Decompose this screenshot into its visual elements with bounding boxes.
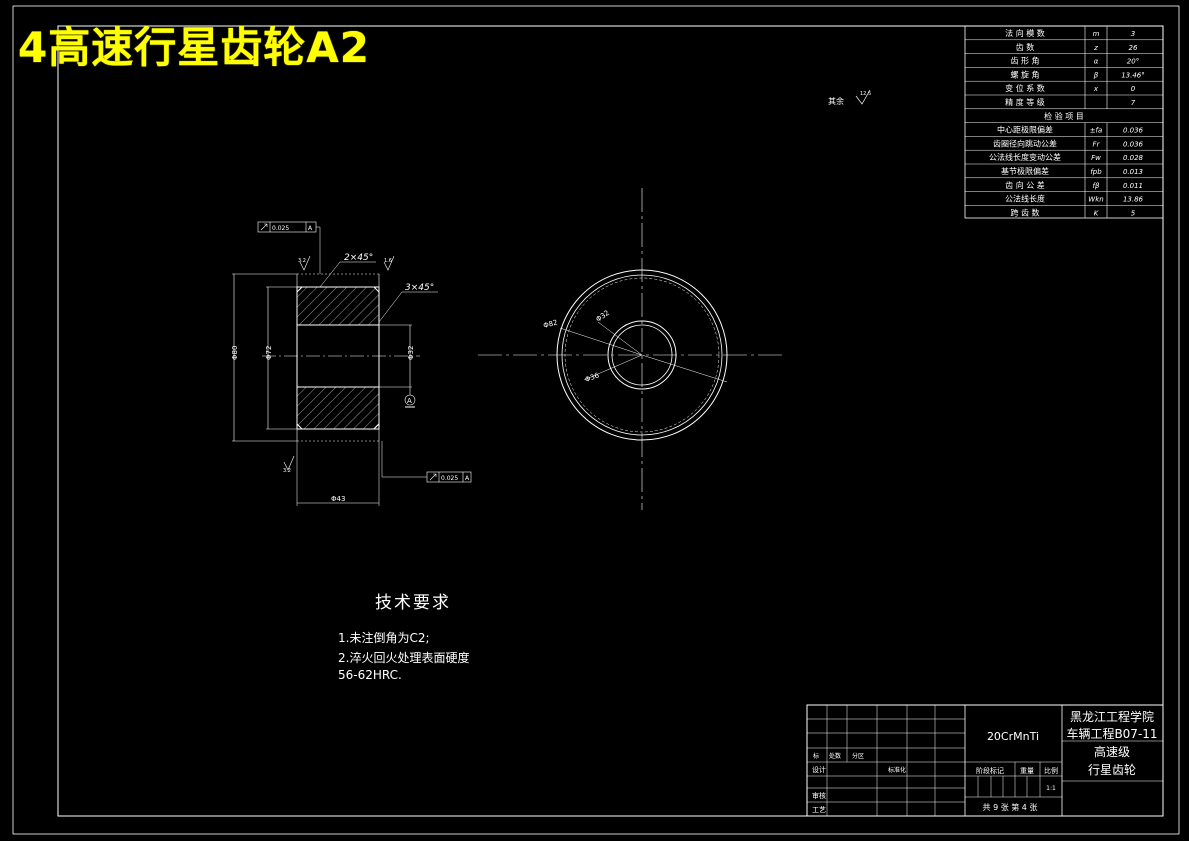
svg-text:处数: 处数	[829, 752, 841, 760]
table-cell-name: 精 度 等 级	[1005, 97, 1045, 107]
table-cell-name: 螺 旋 角	[1010, 69, 1039, 79]
table-cell-sym: Wkn	[1088, 196, 1103, 204]
part-name: 行星齿轮	[1088, 763, 1136, 777]
tech-req-line: 2.淬火回火处理表面硬度	[338, 650, 469, 665]
roughness-symbol-icon	[383, 255, 395, 271]
class-code: 车辆工程B07-11	[1066, 726, 1157, 741]
table-cell-sym: K	[1094, 209, 1100, 217]
datum-symbol: A	[404, 387, 416, 408]
gear-parameter-table: 法 向 模 数 m 3 齿 数 z 26 齿 形 角 α 20° 螺 旋 角 β 13.46° 变 位 …	[964, 25, 1164, 219]
roughness-symbol-icon	[299, 255, 311, 271]
sheet-count: 共 9 张 第 4 张	[983, 802, 1038, 812]
svg-text:3.2: 3.2	[298, 258, 306, 264]
table-cell-val: 7	[1131, 99, 1136, 107]
dim-d80: Φ80	[231, 346, 239, 360]
table-cell-val: 0.036	[1123, 127, 1144, 135]
svg-text:0.025: 0.025	[272, 225, 289, 232]
table-cell-val: 13.86	[1123, 196, 1144, 204]
tech-req-line: 1.未注倒角为C2;	[338, 630, 430, 645]
table-cell-sym: ±fa	[1090, 127, 1103, 135]
section-view: Φ80 Φ72 Φ32 Φ43 2×45° 3×45° 0.025 A	[231, 221, 472, 506]
tech-req-heading: 技术要求	[375, 593, 451, 613]
svg-text:分区: 分区	[852, 752, 864, 760]
drawing-title: 4高速行星齿轮A2	[18, 23, 370, 72]
tech-req-line: 56-62HRC.	[338, 668, 402, 682]
table-cell-name: 法 向 模 数	[1005, 28, 1045, 38]
table-cell-val: 5	[1131, 209, 1136, 217]
technical-requirements: 技术要求 1.未注倒角为C2; 2.淬火回火处理表面硬度 56-62HRC.	[338, 593, 469, 682]
table-cell-name: 公法线长度变动公差	[989, 152, 1061, 162]
svg-text:比例: 比例	[1044, 766, 1058, 775]
table-cell-name: 变 位 系 数	[1005, 83, 1045, 93]
table-cell-sym: Fw	[1091, 154, 1101, 162]
table-cell-sym: α	[1094, 58, 1099, 66]
table-cell-sym: z	[1093, 44, 1098, 52]
table-cell-val: 3	[1131, 30, 1135, 38]
part-name: 高速级	[1094, 744, 1130, 759]
table-cell-val: 0	[1131, 85, 1136, 93]
table-cell-val: 20°	[1127, 58, 1139, 66]
svg-text:重量: 重量	[1020, 767, 1034, 775]
dim-end-c: Φ36	[584, 371, 601, 384]
dim-end-b: Φ32	[595, 309, 611, 324]
svg-text:审核: 审核	[812, 791, 826, 800]
table-cell-sym: Fr	[1093, 140, 1101, 148]
svg-text:设计: 设计	[812, 765, 826, 774]
dim-end-a: Φ82	[542, 318, 558, 329]
svg-text:工艺: 工艺	[812, 806, 826, 814]
svg-text:3.2: 3.2	[283, 468, 291, 474]
material: 20CrMnTi	[987, 730, 1039, 743]
table-cell-val: 26	[1129, 44, 1138, 52]
table-cell-val: 0.013	[1123, 168, 1143, 176]
school-name: 黑龙江工程学院	[1070, 709, 1154, 724]
table-cell-name: 基节极限偏差	[1001, 166, 1049, 176]
runout-tolerance-bottom: 0.025 A	[381, 441, 472, 483]
inspection-header: 检 验 项 目	[1044, 111, 1084, 121]
table-cell-sym: m	[1093, 30, 1100, 38]
runout-tolerance-top: 0.025 A	[257, 221, 321, 274]
table-cell-name: 齿 形 角	[1010, 56, 1039, 66]
roughness-value: 12.5	[860, 91, 871, 97]
svg-text:A: A	[308, 225, 313, 232]
table-cell-val: 0.028	[1123, 154, 1144, 162]
table-cell-name: 齿圈径向跳动公差	[993, 138, 1057, 148]
scale: 1:1	[1046, 785, 1056, 792]
general-roughness-note: 其余 12.5	[828, 89, 871, 106]
svg-text:标: 标	[813, 752, 819, 760]
table-cell-sym: x	[1093, 85, 1099, 93]
table-cell-name: 齿 向 公 差	[1005, 180, 1045, 190]
svg-text:A: A	[407, 397, 412, 405]
table-cell-sym: fβ	[1093, 182, 1100, 190]
table-cell-name: 跨 齿 数	[1010, 207, 1039, 217]
chamfer-side-label: 3×45°	[405, 283, 434, 293]
dim-d32: Φ32	[407, 346, 415, 360]
table-cell-val: 13.46°	[1121, 71, 1145, 79]
svg-text:阶段标记: 阶段标记	[976, 766, 1004, 775]
inner-frame	[57, 25, 1164, 817]
svg-text:A: A	[465, 475, 470, 482]
table-cell-name: 中心距极限偏差	[997, 125, 1053, 135]
chamfer-top-label: 2×45°	[344, 253, 373, 263]
table-cell-val: 0.036	[1123, 140, 1144, 148]
svg-text:0.025: 0.025	[441, 475, 458, 482]
table-cell-val: 0.011	[1123, 182, 1143, 190]
roughness-symbol-icon	[283, 455, 295, 471]
table-cell-name: 公法线长度	[1005, 194, 1045, 204]
title-block: 20CrMnTi 黑龙江工程学院 车辆工程B07-11 高速级 行星齿轮 阶段标…	[806, 704, 1164, 817]
dim-w43: Φ43	[331, 495, 345, 503]
roughness-symbol-icon	[855, 89, 871, 105]
dim-d72: Φ72	[265, 346, 273, 360]
end-view: Φ82 Φ32 Φ36	[478, 188, 782, 510]
table-cell-name: 齿 数	[1016, 42, 1035, 52]
svg-text:标准化: 标准化	[888, 766, 906, 774]
table-cell-sym: fpb	[1090, 168, 1102, 176]
roughness-label: 其余	[828, 96, 844, 106]
table-cell-sym: β	[1094, 71, 1099, 79]
outer-frame	[12, 5, 1180, 835]
svg-text:1.6: 1.6	[384, 258, 392, 264]
